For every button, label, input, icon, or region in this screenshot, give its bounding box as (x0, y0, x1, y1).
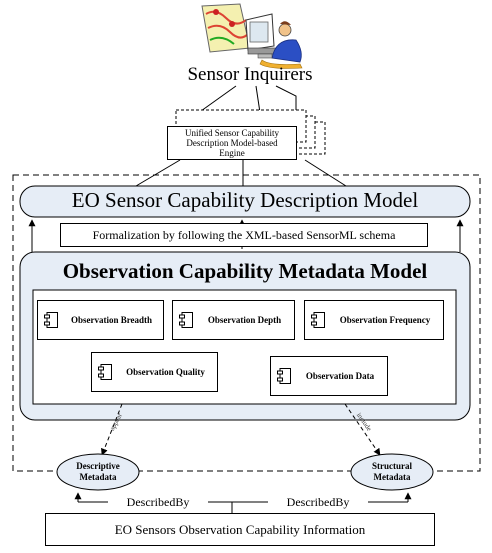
component-icon (44, 312, 58, 328)
information-label: EO Sensors Observation Capability Inform… (114, 522, 366, 537)
engine-line-2: Description Model-based (186, 138, 278, 148)
component-observation-quality: Observation Quality (91, 352, 218, 392)
component-observation-frequency: Observation Frequency (304, 300, 444, 340)
observation-model-title: Observation Capability Metadata Model (62, 259, 428, 283)
described-by-right-label: DescribedBy (268, 495, 368, 510)
descriptive-metadata-line-1: Descriptive (76, 461, 120, 471)
component-icon (179, 312, 193, 328)
formalization-label: Formalization by following the XML-based… (92, 228, 396, 242)
engine-box: Unified Sensor Capability Description Mo… (167, 126, 297, 160)
engine-line-1: Unified Sensor Capability (185, 128, 279, 138)
structural-metadata-line-1: Structural (372, 461, 412, 471)
component-observation-depth: Observation Depth (172, 300, 295, 340)
component-label: Observation Depth (207, 315, 282, 325)
engine-line-3: Engine (219, 148, 245, 158)
formalization-box: Formalization by following the XML-based… (60, 223, 428, 247)
structural-metadata-line-2: Metadata (373, 472, 411, 482)
sensor-inquirers-label: Sensor Inquirers (187, 64, 313, 85)
sensor-inquirer-icon (201, 3, 303, 69)
component-label: Observation Breadth (70, 315, 153, 325)
component-icon (311, 312, 325, 328)
component-icon (277, 368, 291, 384)
component-observation-data: Observation Data (270, 356, 388, 396)
component-label: Observation Data (305, 371, 375, 381)
component-observation-breadth: Observation Breadth (37, 300, 164, 340)
component-icon (98, 364, 112, 380)
component-label: Observation Quality (126, 367, 205, 377)
information-box: EO Sensors Observation Capability Inform… (45, 513, 435, 546)
capability-model-title: EO Sensor Capability Description Model (71, 188, 419, 212)
descriptive-metadata-line-2: Metadata (79, 472, 117, 482)
component-label: Observation Frequency (339, 315, 431, 325)
described-by-left-label: DescribedBy (108, 495, 208, 510)
